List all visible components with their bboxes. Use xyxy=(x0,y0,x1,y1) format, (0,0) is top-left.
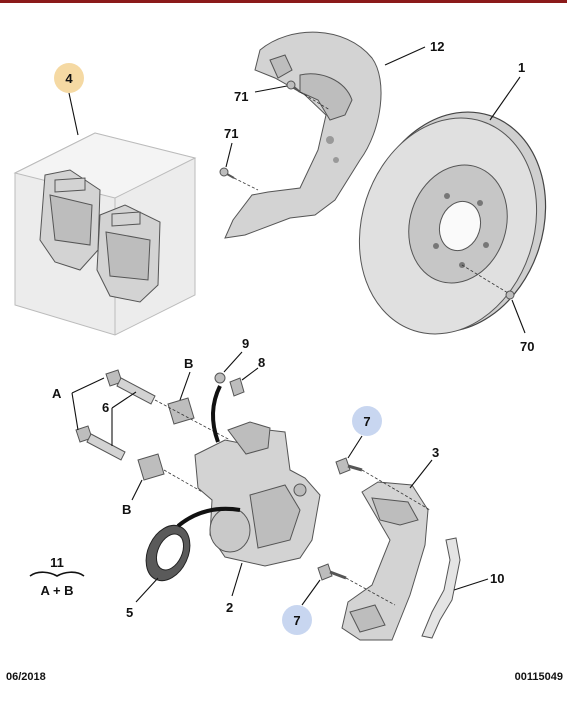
axis-pin-top xyxy=(154,399,231,441)
top-rule xyxy=(0,0,567,3)
axis-70 xyxy=(461,264,509,294)
callout-10: 10 xyxy=(490,571,504,586)
leader-7-top xyxy=(347,435,363,459)
leader-2 xyxy=(231,562,243,597)
callout-4: 4 xyxy=(65,71,73,86)
footer-reference: 00115049 xyxy=(515,671,563,683)
callout-71b: 71 xyxy=(224,126,238,141)
kit-number: 11 xyxy=(50,555,64,570)
brake-disc-icon xyxy=(358,111,547,335)
axis-71b xyxy=(233,177,259,191)
callout-7-top: 7 xyxy=(363,414,370,429)
kit-formula: A + B xyxy=(40,583,73,598)
badge-7-top xyxy=(352,406,382,436)
axis-71a xyxy=(299,91,331,111)
callout-12: 12 xyxy=(430,39,444,54)
leader-71b xyxy=(225,142,233,168)
leader-b-bottom xyxy=(131,479,143,501)
leader-4 xyxy=(68,92,79,136)
leader-10 xyxy=(453,578,489,591)
seal-ring-icon xyxy=(145,524,191,582)
callout-9: 9 xyxy=(242,336,249,351)
bleed-parts xyxy=(214,372,245,397)
callout-3: 3 xyxy=(432,445,439,460)
axis-7-top xyxy=(361,469,431,511)
leader-8 xyxy=(241,367,259,381)
axis-pin-bottom xyxy=(163,469,226,506)
carrier-icon xyxy=(341,481,429,641)
leader-1 xyxy=(489,76,521,121)
leader-6a xyxy=(111,391,137,409)
bolt-icon xyxy=(317,457,363,581)
leader-71a xyxy=(254,85,288,93)
bolt-icon xyxy=(219,80,301,179)
badge-4 xyxy=(54,63,84,93)
leader-5 xyxy=(135,577,159,603)
guide-pins xyxy=(75,369,195,481)
leader-7-bottom xyxy=(301,579,321,606)
leader-12 xyxy=(384,46,426,66)
leader-3 xyxy=(409,459,433,489)
callout-5: 5 xyxy=(126,605,133,620)
footer-date: 06/2018 xyxy=(6,671,46,683)
seal-curve xyxy=(176,506,241,528)
leader-9 xyxy=(223,351,243,373)
kit-brace xyxy=(29,571,85,577)
spring-clip-icon xyxy=(421,537,461,639)
leader-a2 xyxy=(71,392,79,431)
callout-2: 2 xyxy=(226,600,233,615)
callout-b-bottom: B xyxy=(122,502,131,517)
callout-6: 6 xyxy=(102,400,109,415)
callout-8: 8 xyxy=(258,355,265,370)
leader-b-top xyxy=(179,371,191,401)
callout-a: A xyxy=(52,386,62,401)
caliper-icon xyxy=(194,421,321,567)
axis-7-bottom xyxy=(345,577,396,606)
leader-70 xyxy=(511,299,526,334)
badge-7-bottom xyxy=(282,605,312,635)
dust-shield-icon xyxy=(224,31,382,239)
brake-pad-set-icon xyxy=(13,132,197,336)
callout-b-top: B xyxy=(184,356,193,371)
callout-1: 1 xyxy=(518,60,525,75)
callout-70: 70 xyxy=(520,339,534,354)
bleed-curve xyxy=(211,385,222,443)
leader-a1 xyxy=(71,377,105,394)
callout-7-bottom: 7 xyxy=(293,613,300,628)
callout-71a: 71 xyxy=(234,89,248,104)
